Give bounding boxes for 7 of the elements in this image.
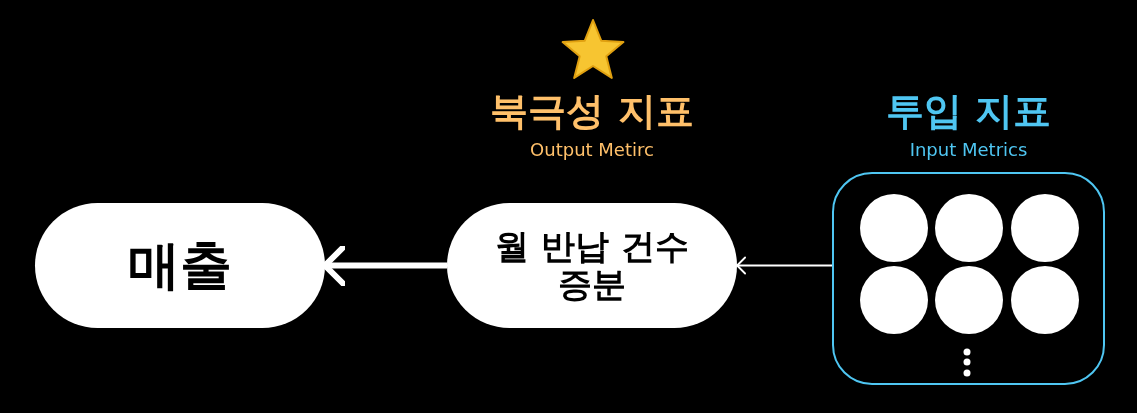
pill-box: 매출	[35, 203, 325, 328]
heading: 투입 지표	[884, 88, 1053, 134]
heading: 북극성 지표	[489, 88, 695, 134]
subheading: Output Metirc	[529, 138, 655, 162]
arrow	[736, 256, 833, 275]
subheading: Input Metrics	[908, 138, 1029, 162]
pill-box: 월 반납 건수 증분	[447, 203, 737, 328]
